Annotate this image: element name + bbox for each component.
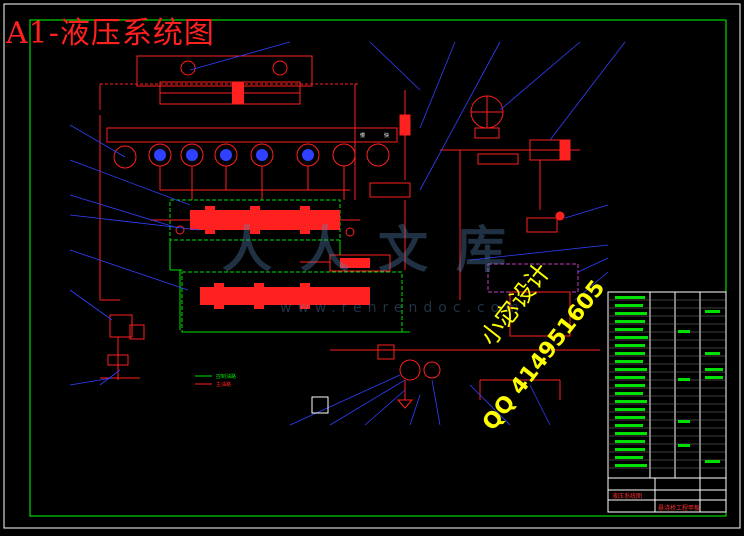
legend-control-label: 控制油路 bbox=[216, 374, 237, 380]
fast-label: 快 bbox=[384, 133, 390, 139]
motor-piping bbox=[99, 110, 356, 301]
drawing-title: A1-液压系统图 bbox=[6, 16, 215, 51]
watermark-text: 人人文库 bbox=[222, 221, 534, 279]
marker-square bbox=[311, 396, 329, 414]
slow-label: 慢 bbox=[360, 133, 366, 139]
main-cylinder bbox=[99, 55, 360, 110]
outer-border bbox=[3, 3, 741, 529]
title-block-project-name: 悬浇桥工程甲板 bbox=[658, 505, 701, 512]
legend-main-label: 主油路 bbox=[216, 382, 232, 388]
title-block bbox=[607, 477, 727, 513]
pump-unit bbox=[330, 344, 600, 409]
control-circuit bbox=[169, 240, 410, 333]
upper-directional-valve bbox=[150, 199, 360, 241]
filter-block bbox=[509, 291, 571, 337]
relief-valve-assembly bbox=[100, 314, 145, 380]
inner-border bbox=[29, 19, 727, 517]
right-side-components bbox=[369, 90, 580, 300]
title-block-drawing-name: 液压系统图 bbox=[612, 493, 643, 500]
watermark-url: www.renrendoc.com bbox=[280, 300, 525, 316]
motor-row bbox=[106, 127, 398, 169]
parts-list-table bbox=[607, 291, 727, 479]
callout-leaders bbox=[69, 41, 626, 426]
